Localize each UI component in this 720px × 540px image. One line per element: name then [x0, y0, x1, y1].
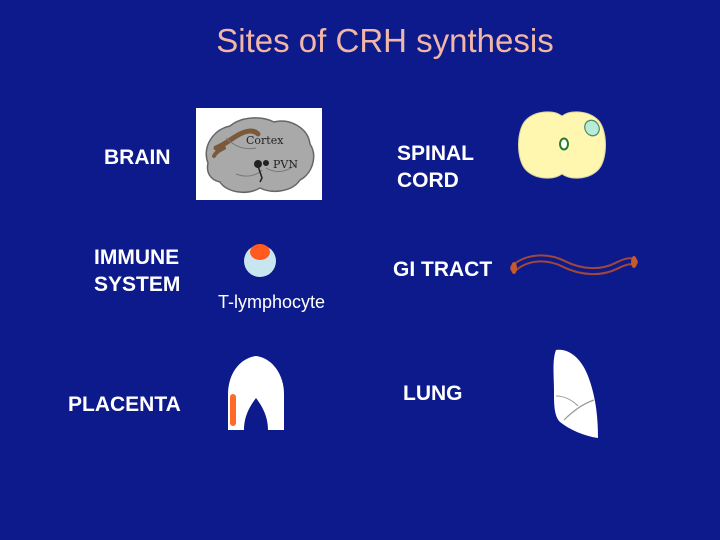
- brain-pvn-label: PVN: [273, 158, 298, 171]
- placenta-illustration-icon: [222, 354, 290, 434]
- lung-illustration-icon: [548, 346, 604, 442]
- label-t-lymphocyte: T-lymphocyte: [218, 292, 326, 312]
- t-lymphocyte-cell-icon: [240, 238, 280, 280]
- label-gi-tract: GI TRACT: [393, 258, 493, 281]
- label-placenta: PLACENTA: [68, 393, 181, 416]
- label-brain: BRAIN: [104, 146, 171, 169]
- slide-title: Sites of CRH synthesis: [216, 22, 554, 59]
- brain-illustration-icon: Cortex PVN: [196, 108, 322, 200]
- label-immune-system-line2: SYSTEM: [94, 273, 181, 296]
- label-immune-system: IMMUNE SYSTEM: [94, 244, 180, 298]
- label-spinal-cord: SPINAL CORD: [397, 140, 474, 194]
- label-immune-system-line1: IMMUNE: [94, 246, 180, 269]
- spinal-cord-cross-section-icon: [514, 108, 610, 182]
- label-lung: LUNG: [403, 382, 463, 405]
- gi-tract-tube-icon: [508, 250, 640, 280]
- label-spinal-cord-line1: SPINAL: [397, 142, 475, 165]
- label-spinal-cord-line2: CORD: [397, 169, 459, 192]
- brain-cortex-label: Cortex: [246, 134, 284, 147]
